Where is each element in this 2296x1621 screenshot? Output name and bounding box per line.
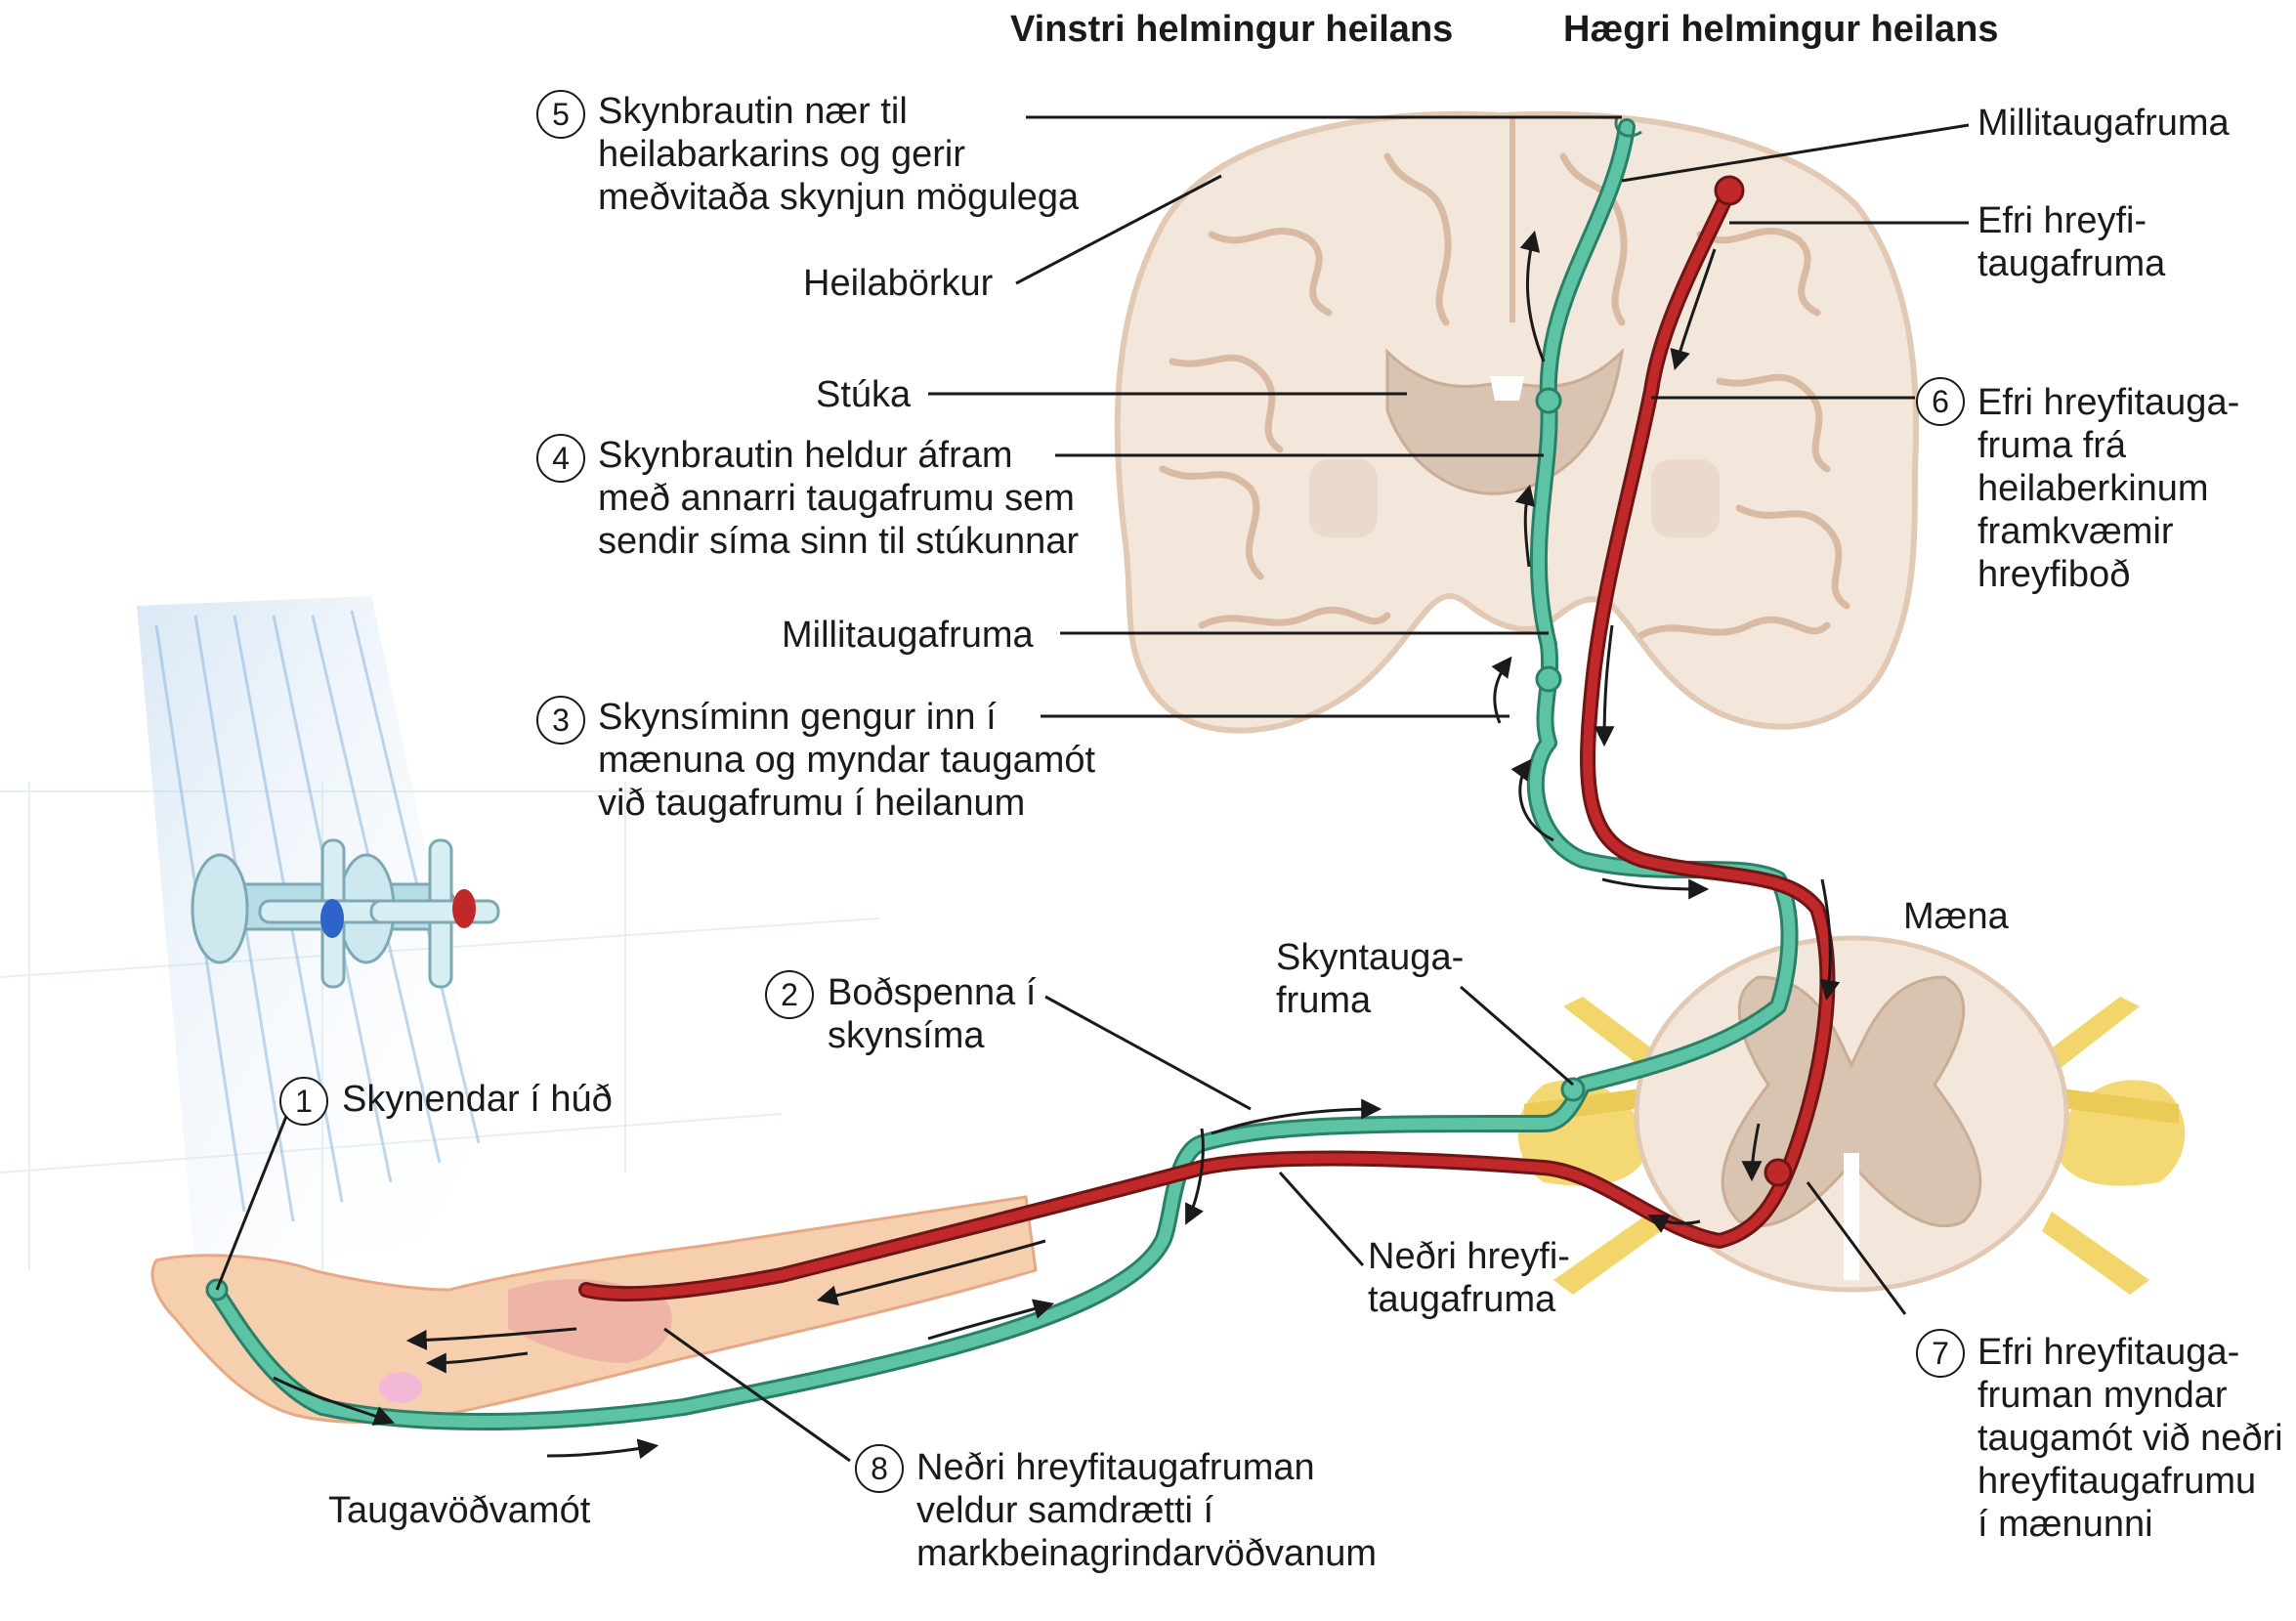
nedri-hreyfitaugafruma-label: Neðri hreyfi- taugafruma [1368,1235,1570,1321]
motor-pathway [578,183,1836,1302]
step-1-number: 1 [279,1077,328,1126]
step-1-label: Skynendar í húð [342,1078,613,1121]
step-8-line-2: veldur samdrætti í [916,1490,1214,1531]
thalamic-neuron-icon [1535,387,1562,414]
faucet-icon [191,838,500,989]
hot-valve-icon [452,889,476,928]
skyntauga-line-1: Skyntauga- [1276,937,1465,978]
skyntaugafruma-label: Skyntauga- fruma [1276,936,1464,1022]
millitaugafruma-right-label: Millitaugafruma [1977,103,2230,144]
step-3-line-1: Skynsíminn gengur inn í [598,697,997,738]
direction-arrows [273,230,1841,1460]
step-7-line-4: hreyfitaugafrumu [1977,1461,2257,1502]
taugavodvamot-label: Taugavöðvamót [328,1490,591,1531]
step-4-line-1: Skynbrautin heldur áfram [598,435,1013,476]
heilaborkur-label: Heilabörkur [803,263,994,304]
sensory-ganglion-icon [1560,1077,1586,1102]
interneuron-icon [1535,665,1562,693]
thalamus-shape [1385,347,1625,495]
step-4-label: Skynbrautin heldur áfram með annarri tau… [598,434,1079,563]
step-7-number: 7 [1916,1329,1965,1378]
step-6-line-2: fruma frá [1977,425,2127,466]
step-6-number: 6 [1916,377,1965,426]
step-7-label: Efri hreyfitauga- fruman myndar taugamót… [1977,1331,2283,1546]
neuron-bodies [205,116,1793,1301]
step-2-number: 2 [765,970,814,1019]
step-7-line-5: í mænunni [1977,1504,2153,1545]
cold-valve-icon [320,899,344,938]
efri-hreyfi-line-2: taugafruma [1977,243,2166,284]
left-hemisphere-header: Vinstri helmingur heilans [1010,9,1454,50]
lower-motor-neuron-icon [1764,1158,1793,1187]
step-3-label: Skynsíminn gengur inn í mænuna og myndar… [598,696,1095,825]
step-5-line-1: Skynbrautin nær til [598,91,908,132]
step-5-label: Skynbrautin nær til heilabarkarins og ge… [598,90,1079,219]
skyntauga-line-2: fruma [1276,980,1372,1021]
step-7-line-1: Efri hreyfitauga- [1977,1332,2240,1373]
upper-motor-neuron-icon [1714,175,1745,206]
step-5-line-2: heilabarkarins og gerir [598,134,965,175]
step-6-line-3: heilaberkinum [1977,468,2209,509]
step-6-line-5: hreyfiboð [1977,554,2131,595]
efri-hreyfitaugafruma-label: Efri hreyfi- taugafruma [1977,199,2165,285]
sensory-pathway [206,118,1799,1430]
step-3-number: 3 [536,696,585,745]
step-2-label: Boðspenna í skynsíma [828,971,1036,1057]
leader-lines [215,115,1970,1463]
step-4-line-2: með annarri taugafrumu sem [598,478,1075,519]
neuromuscular-junction-icon [379,1372,422,1403]
step-3-line-2: mænuna og myndar taugamót [598,740,1096,781]
step-5-number: 5 [536,90,585,139]
step-2-line-2: skynsíma [828,1015,985,1056]
nedri-hreyfi-line-1: Neðri hreyfi- [1368,1236,1570,1277]
step-1-line-1: Skynendar í húð [342,1079,613,1120]
step-8-line-1: Neðri hreyfitaugafruman [916,1447,1315,1488]
millitaugafruma-left-label: Millitaugafruma [782,615,1034,656]
step-6-line-1: Efri hreyfitauga- [1977,382,2240,423]
step-6-label: Efri hreyfitauga- fruma frá heilaberkinu… [1977,381,2239,596]
stuka-label: Stúka [816,374,912,415]
nedri-hreyfi-line-2: taugafruma [1368,1279,1556,1320]
step-2-line-1: Boðspenna í [828,972,1037,1013]
step-8-line-3: markbeinagrindarvöðvanum [916,1533,1378,1574]
step-4-line-3: sendir síma sinn til stúkunnar [598,521,1080,562]
right-hemisphere-header: Hægri helmingur heilans [1563,9,1999,50]
step-7-line-2: fruman myndar [1977,1375,2228,1416]
step-5-line-3: meðvitaða skynjun mögulega [598,177,1080,218]
brain-section [1114,110,1920,734]
efri-hreyfi-line-1: Efri hreyfi- [1977,200,2147,241]
step-6-line-4: framkvæmir [1977,511,2174,552]
step-4-number: 4 [536,434,585,483]
step-8-number: 8 [855,1444,904,1493]
step-8-label: Neðri hreyfitaugafruman veldur samdrætti… [916,1446,1377,1575]
step-3-line-3: við taugafrumu í heilanum [598,783,1026,824]
maena-label: Mæna [1903,896,2009,937]
step-7-line-3: taugamót við neðri [1977,1418,2283,1459]
